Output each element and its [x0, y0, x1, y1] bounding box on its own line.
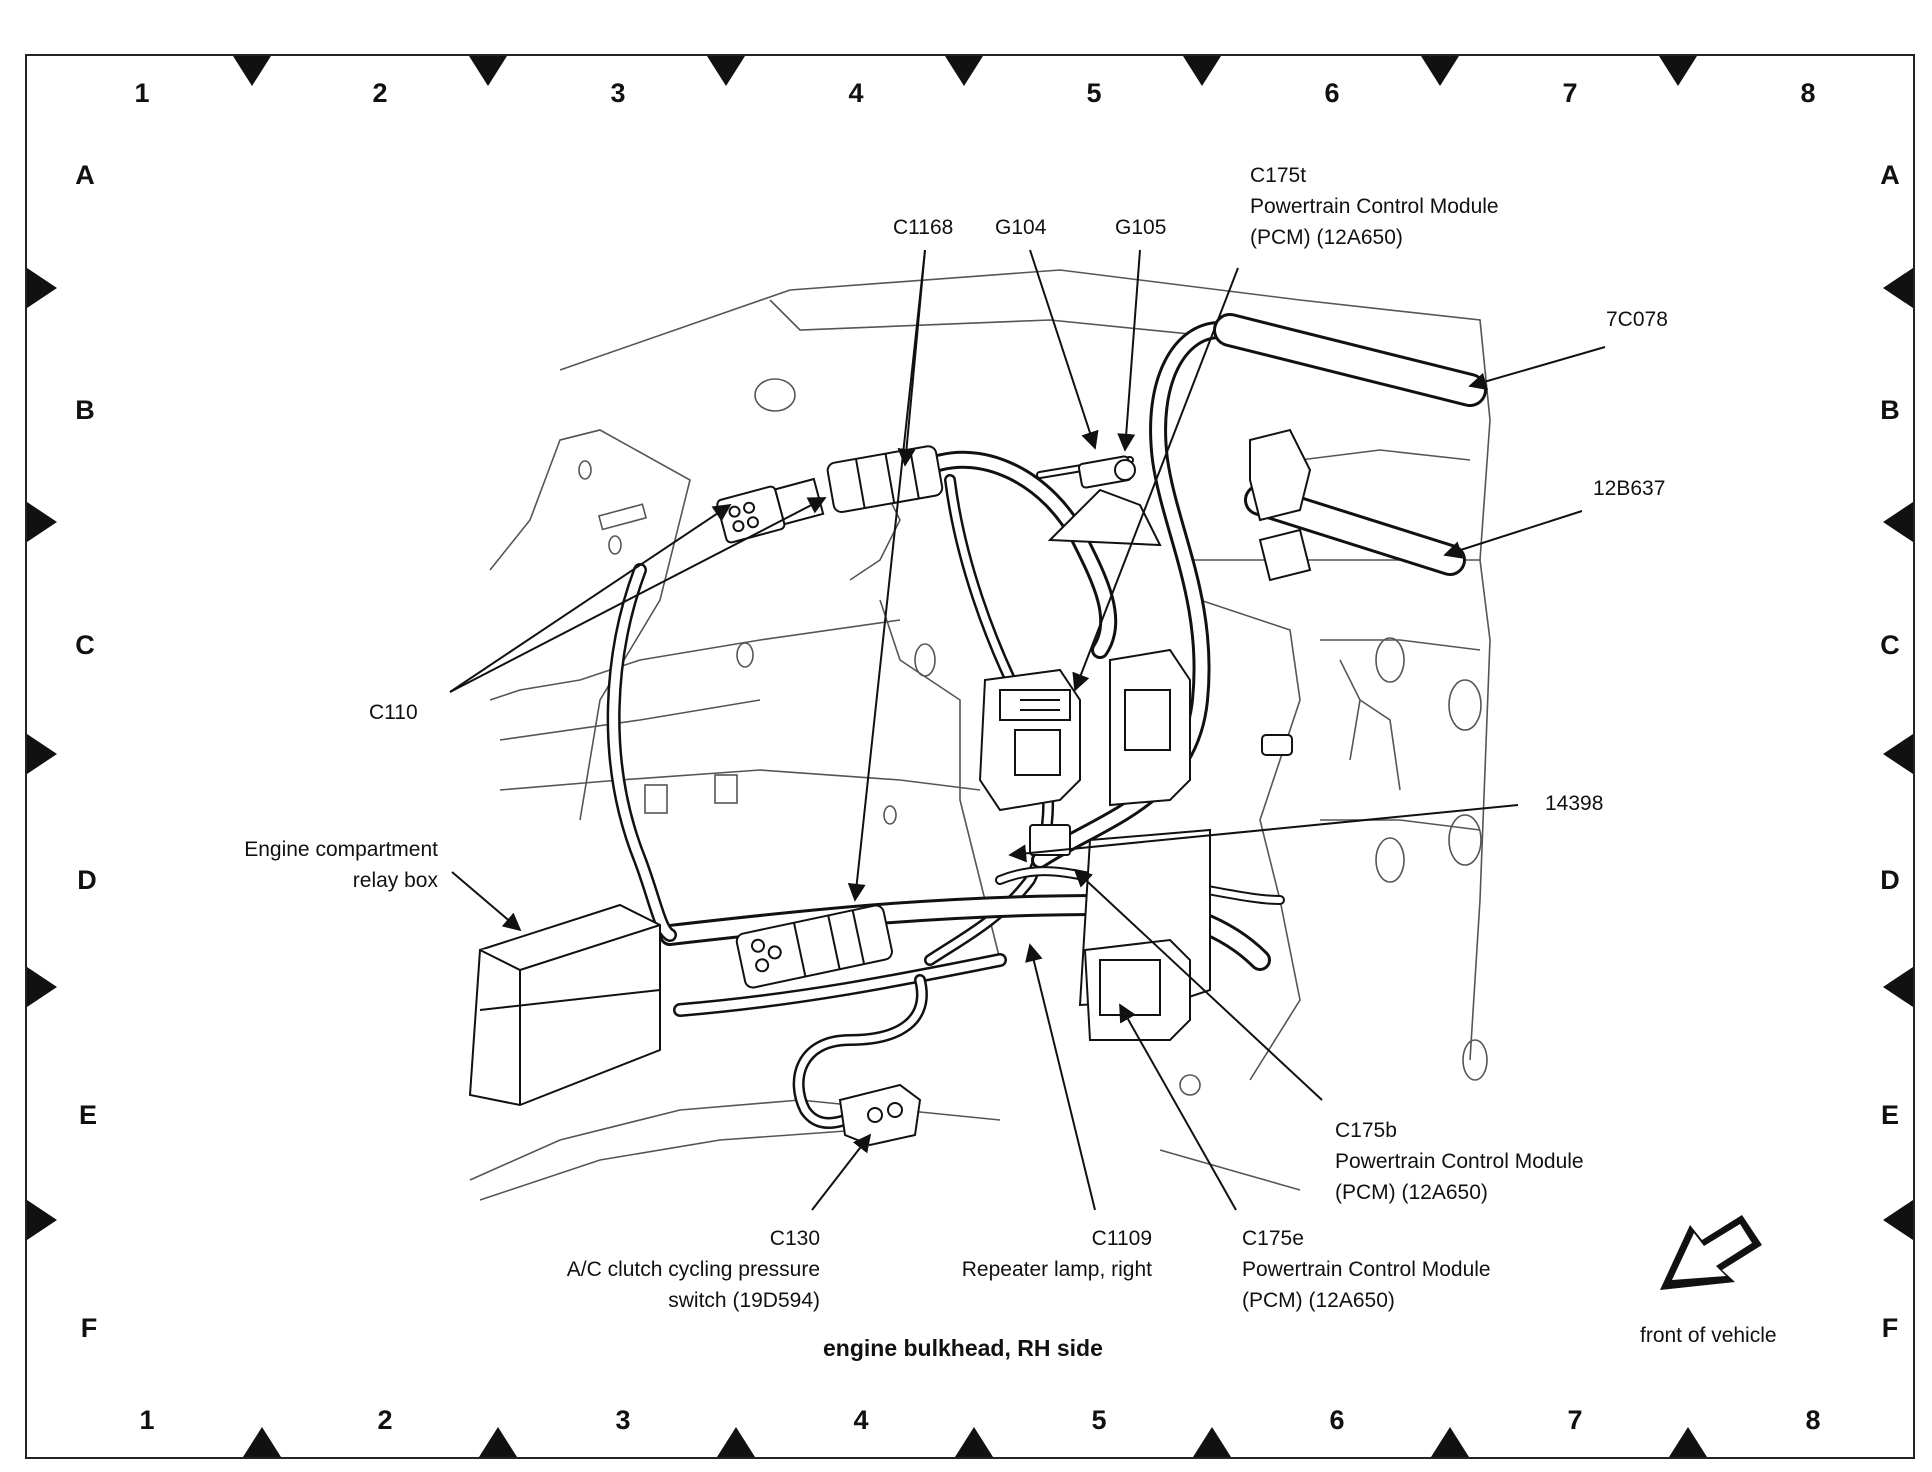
leader-g105 — [1117, 249, 1141, 452]
leader-c1168-lower — [847, 249, 926, 902]
bulkhead-outline — [469, 269, 1491, 1201]
c175e-connector — [1083, 938, 1191, 1041]
grid-row-right-e: E — [1880, 1100, 1899, 1130]
c175t-connector — [978, 668, 1081, 812]
relay-box — [468, 903, 661, 1107]
label-7c078: 7C078 — [1606, 308, 1668, 331]
label-relay-box-line2: relay box — [352, 869, 438, 892]
label-c175b-line2: (PCM) (12A650) — [1335, 1181, 1488, 1204]
leader-c110-b — [449, 497, 827, 693]
grid-row-right-a: A — [1880, 160, 1900, 190]
label-12b637: 12B637 — [1593, 477, 1666, 500]
grid-row-left-b: B — [75, 395, 95, 425]
label-c175t-line2: (PCM) (12A650) — [1250, 226, 1403, 249]
grid-row-right-f: F — [1881, 1313, 1899, 1343]
14398-connector — [1029, 824, 1071, 856]
leader-c175t — [1072, 267, 1239, 692]
harness-clips — [1249, 428, 1312, 756]
label-c175b-id: C175b — [1335, 1119, 1397, 1142]
grid-col-bottom-5: 5 — [1091, 1405, 1107, 1435]
grid-col-bottom-1: 1 — [139, 1405, 155, 1435]
grid-col-top-2: 2 — [372, 78, 388, 108]
grid-col-bottom-7: 7 — [1567, 1405, 1583, 1435]
leader-c110-a — [449, 504, 732, 693]
leader-g104 — [1029, 249, 1099, 450]
leader-lines — [449, 249, 1606, 1211]
leader-c130 — [811, 1133, 872, 1211]
ground-terminals — [1047, 455, 1162, 547]
label-c1109-id: C1109 — [1091, 1227, 1152, 1250]
leader-c175e — [1119, 1003, 1237, 1211]
grid-row-right-b: B — [1880, 395, 1900, 425]
label-c130-id: C130 — [769, 1227, 820, 1250]
grid-col-bottom-8: 8 — [1805, 1405, 1821, 1435]
leader-c175b — [1073, 868, 1323, 1101]
leader-7c078 — [1468, 346, 1606, 391]
leader-12b637 — [1443, 510, 1583, 559]
grid-col-top-4: 4 — [848, 78, 864, 108]
label-g104: G104 — [995, 216, 1047, 239]
grid-col-top-6: 6 — [1324, 78, 1340, 108]
grid-col-top-7: 7 — [1562, 78, 1578, 108]
grid-col-top-3: 3 — [610, 78, 626, 108]
label-relay-box: Engine compartment relay box — [200, 834, 438, 896]
grid-col-top-5: 5 — [1086, 78, 1102, 108]
label-14398: 14398 — [1545, 792, 1604, 815]
c1168-connector — [826, 445, 944, 514]
c1168-lower-connector — [735, 904, 893, 989]
label-c175e-id: C175e — [1242, 1227, 1304, 1250]
grid-row-left-a: A — [75, 160, 95, 190]
label-c175b: C175b Powertrain Control Module (PCM) (1… — [1335, 1115, 1584, 1208]
connectors — [468, 428, 1312, 1147]
label-relay-box-line1: Engine compartment — [244, 838, 438, 861]
grid-row-left-f: F — [80, 1313, 98, 1343]
label-c1109: C1109 Repeater lamp, right — [900, 1223, 1152, 1285]
diagram-caption: engine bulkhead, RH side — [823, 1335, 1103, 1361]
grid-row-right-c: C — [1880, 630, 1900, 660]
grid-col-bottom-2: 2 — [377, 1405, 393, 1435]
label-c1109-line1: Repeater lamp, right — [961, 1258, 1152, 1281]
label-c130-line2: switch (19D594) — [668, 1289, 820, 1312]
c130-connector — [838, 1083, 922, 1147]
left-grid-ticks — [27, 268, 57, 1240]
label-c175b-line1: Powertrain Control Module — [1335, 1150, 1584, 1173]
grid-col-bottom-6: 6 — [1329, 1405, 1345, 1435]
leader-c1109 — [1025, 943, 1096, 1211]
leader-14398 — [1008, 804, 1519, 863]
c110-connector — [716, 477, 825, 544]
grid-col-bottom-3: 3 — [615, 1405, 631, 1435]
label-c175t-line1: Powertrain Control Module — [1250, 195, 1499, 218]
label-c130-line1: A/C clutch cycling pressure — [566, 1258, 820, 1281]
top-grid-ticks — [233, 56, 1697, 86]
label-g105: G105 — [1115, 216, 1167, 239]
label-c175t: C175t Powertrain Control Module (PCM) (1… — [1250, 160, 1499, 253]
grid-row-left-e: E — [78, 1100, 97, 1130]
grid-row-left-c: C — [75, 630, 95, 660]
diagram-border — [25, 54, 1915, 1459]
label-c130: C130 A/C clutch cycling pressure switch … — [510, 1223, 820, 1316]
grid-row-left-d: D — [77, 865, 97, 895]
leader-relay-box — [451, 871, 522, 932]
label-c175e-line1: Powertrain Control Module — [1242, 1258, 1491, 1281]
grid-col-top-8: 8 — [1800, 78, 1816, 108]
bottom-grid-ticks — [243, 1427, 1707, 1457]
label-front-of-vehicle: front of vehicle — [1640, 1324, 1777, 1347]
grid-row-right-d: D — [1880, 865, 1900, 895]
label-c110: C110 — [369, 701, 418, 724]
front-of-vehicle-arrow-icon — [1660, 1215, 1762, 1290]
right-grid-ticks — [1883, 268, 1913, 1240]
grid-col-top-1: 1 — [134, 78, 150, 108]
label-c1168: C1168 — [893, 216, 954, 239]
label-c175e-line2: (PCM) (12A650) — [1242, 1289, 1395, 1312]
label-c175t-id: C175t — [1250, 164, 1307, 187]
grid-col-bottom-4: 4 — [853, 1405, 869, 1435]
label-c175e: C175e Powertrain Control Module (PCM) (1… — [1242, 1223, 1491, 1316]
